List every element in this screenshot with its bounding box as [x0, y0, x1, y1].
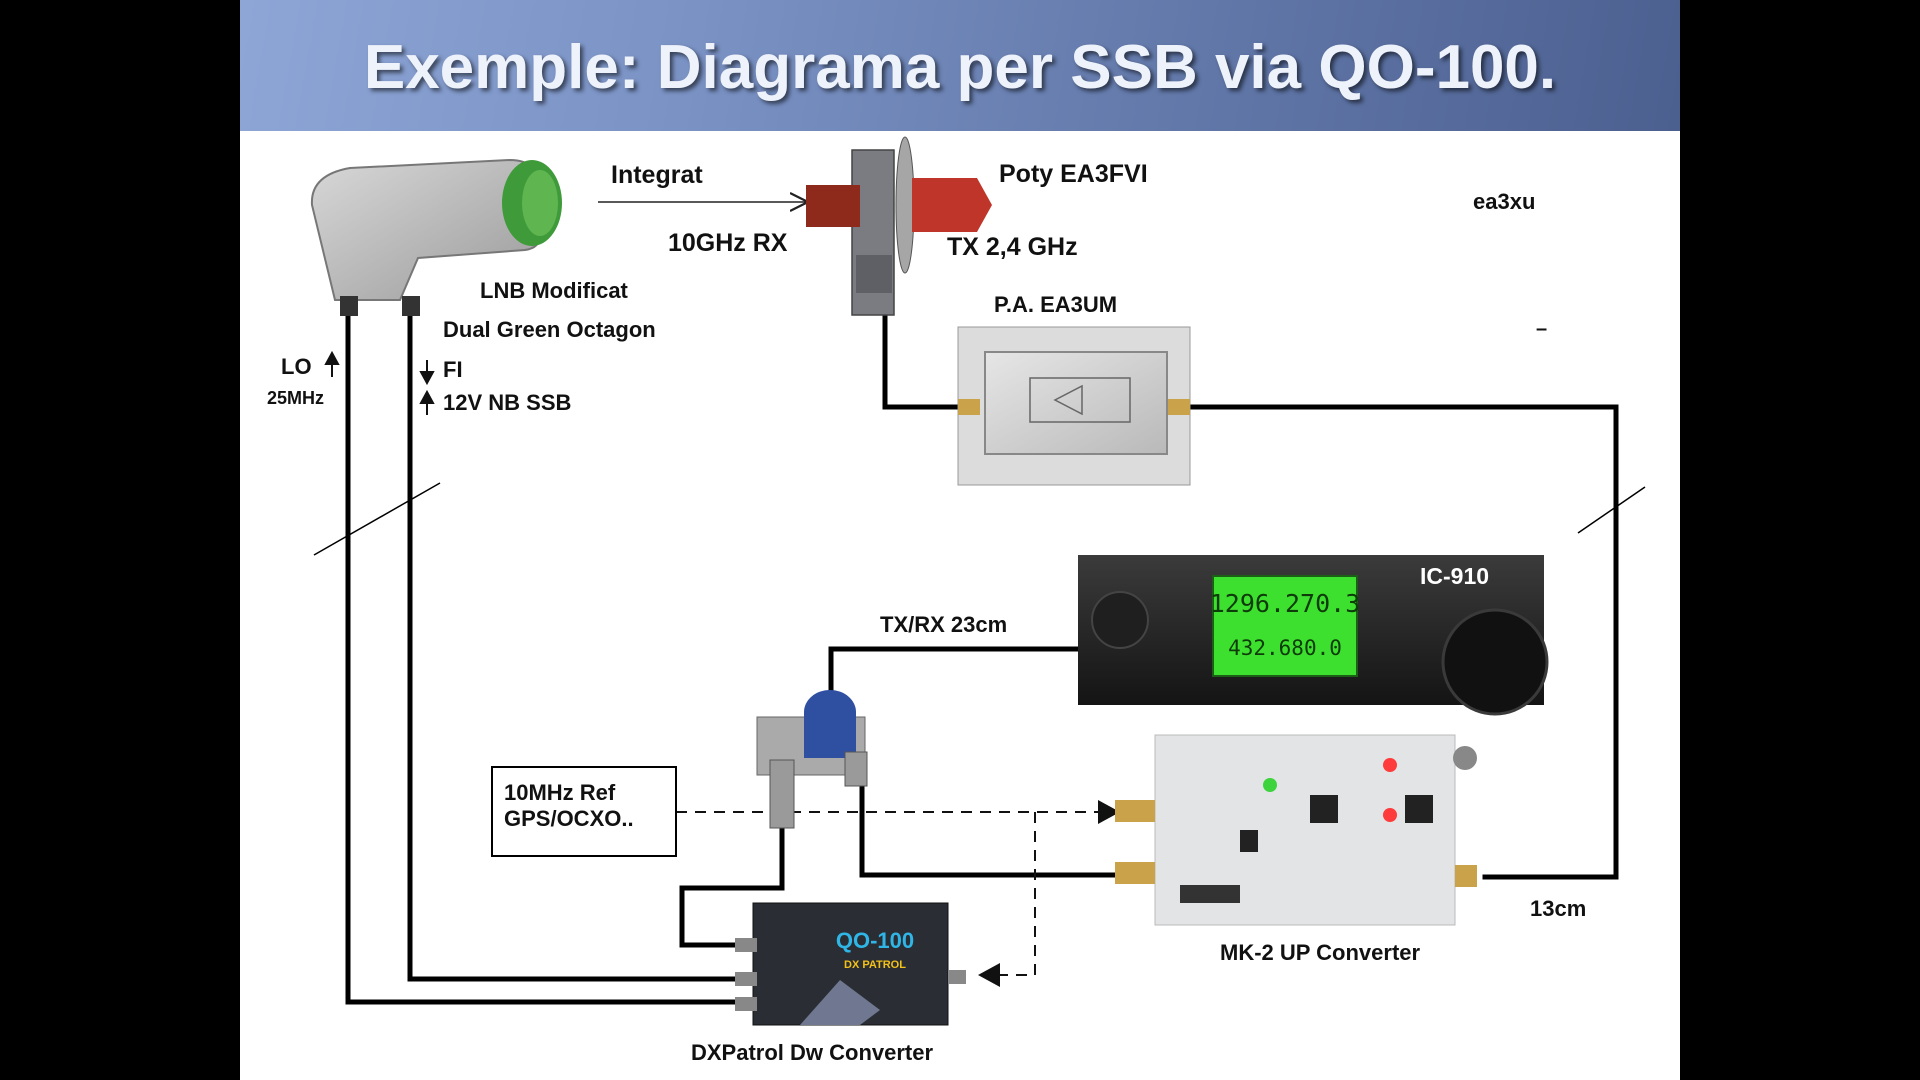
- relay-mk2-cable: [859, 777, 1141, 878]
- lnb-label-line-1: LNB Modificat: [480, 278, 628, 303]
- author-label: ea3xu: [1473, 189, 1536, 214]
- fi-down-arrow: [419, 360, 435, 386]
- poty-label: Poty EA3FVI: [999, 160, 1148, 188]
- cut-mark-left: [313, 482, 441, 556]
- ref-box: [491, 766, 677, 857]
- dxpatrol-label: DXPatrol Dw Converter: [691, 1040, 934, 1065]
- downconverter-brand: DX PATROL: [844, 959, 906, 971]
- fi-cable: [407, 299, 743, 982]
- txrx-23cm-label: TX/RX 23cm: [880, 612, 1008, 637]
- ref-label-line-1: 10MHz Ref: [504, 780, 616, 805]
- ref-label-line-2: GPS/OCXO..: [504, 806, 634, 831]
- radio-screen: [1212, 575, 1358, 677]
- slide: Exemple: Diagrama per SSB via QO-100.: [240, 0, 1680, 1080]
- radio-display-line-1: 1296.270.3: [1210, 589, 1361, 618]
- poty-antenna: [806, 136, 992, 316]
- mk2-label: MK-2 UP Converter: [1220, 940, 1421, 965]
- mk2-upconverter: [1115, 734, 1477, 926]
- ref-to-dw-line: [978, 812, 1036, 987]
- pa-13cm-cable: [1187, 404, 1619, 880]
- power-up-arrow: [419, 389, 435, 415]
- downconverter-logo: QO-100: [836, 928, 914, 953]
- pa-label: P.A. EA3UM: [994, 292, 1118, 317]
- signal-arrows: [324, 350, 435, 415]
- coax-relay: [756, 690, 868, 829]
- lo-freq-label: 25MHz: [267, 388, 325, 408]
- ic910-radio: 1296.270.3 432.680.0: [1078, 555, 1549, 716]
- radio-display-line-2: 432.680.0: [1228, 636, 1342, 660]
- title-bar: Exemple: Diagrama per SSB via QO-100.: [240, 0, 1680, 131]
- lo-up-arrow: [324, 350, 340, 377]
- relay-dw-cable: [679, 819, 785, 948]
- tx-24ghz-label: TX 2,4 GHz: [947, 233, 1078, 261]
- txrx-23cm-cable: [828, 646, 1081, 700]
- integrat-label: Integrat: [611, 161, 703, 189]
- system-diagram: 1296.270.3 432.680.0: [310, 136, 1646, 1026]
- cut-mark-right: [1577, 486, 1646, 534]
- rx-10ghz-label: 10GHz RX: [668, 229, 788, 257]
- cm13-label: 13cm: [1530, 896, 1587, 921]
- power-label: 12V NB SSB: [443, 390, 572, 415]
- lo-label: LO: [281, 354, 312, 379]
- pa-device: [957, 326, 1191, 486]
- radio-model-label: IC-910: [1420, 563, 1490, 589]
- lnb-label-line-2: Dual Green Octagon: [443, 317, 656, 342]
- dash-mark: –: [1536, 318, 1548, 340]
- fi-label: FI: [443, 357, 463, 382]
- lnb-device: [310, 158, 562, 316]
- slide-title: Exemple: Diagrama per SSB via QO-100.: [363, 33, 1557, 102]
- dxpatrol-downconverter: QO-100 DX PATROL: [735, 902, 966, 1026]
- reference-lines: [676, 800, 1120, 987]
- poty-pa-cable: [882, 307, 961, 410]
